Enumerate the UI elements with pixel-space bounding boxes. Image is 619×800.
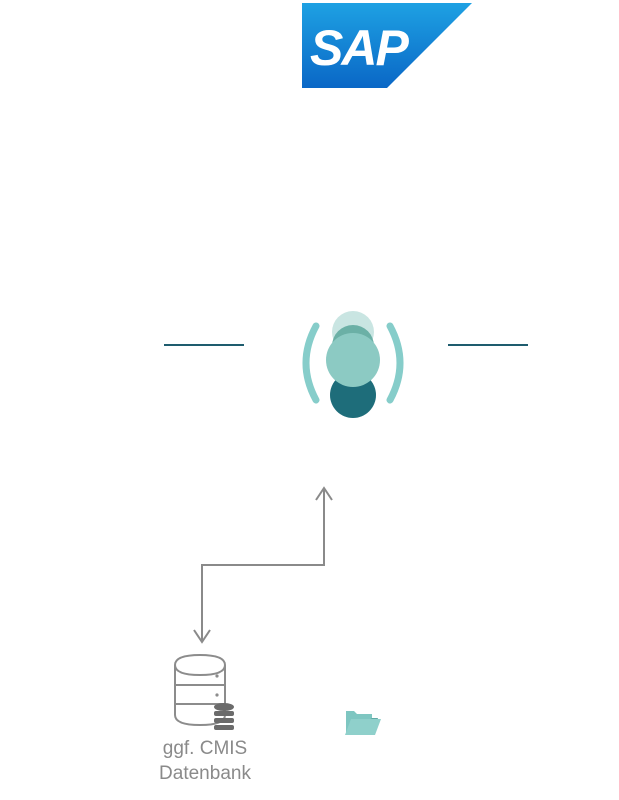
- database-label-line-2: Datenbank: [159, 763, 251, 784]
- database-label: ggf. CMIS Datenbank: [130, 736, 280, 786]
- folder-open-icon: [345, 711, 381, 735]
- sap-logo-text: SAP: [310, 20, 409, 76]
- database-icon: [174, 653, 226, 727]
- database-small-stack-icon: [214, 703, 234, 730]
- sap-logo-background: [302, 3, 472, 88]
- connector-icon: [302, 311, 404, 418]
- arrow-head-down: [193, 629, 211, 644]
- sap-registered-mark: ®: [398, 76, 406, 87]
- sap-logo: SAP ®: [302, 3, 472, 88]
- bidirectional-arrow: [193, 486, 333, 644]
- arrow-head-up: [315, 486, 333, 501]
- database-label-line-1: ggf. CMIS: [162, 738, 248, 759]
